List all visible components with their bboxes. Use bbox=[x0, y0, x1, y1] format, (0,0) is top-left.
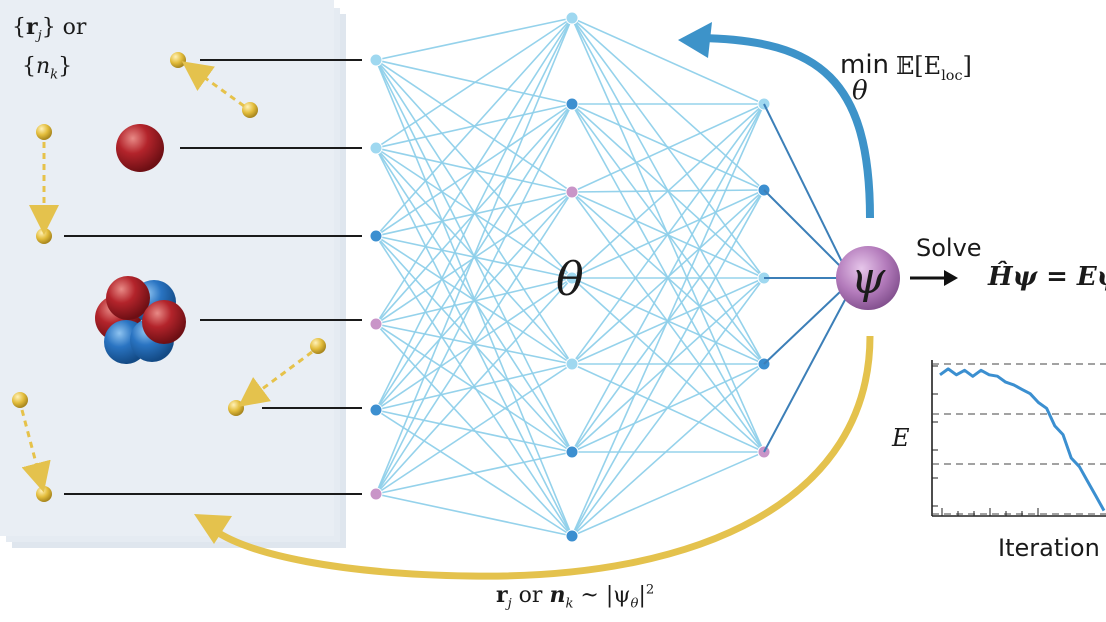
electron-particle-3 bbox=[36, 228, 52, 244]
network-edge bbox=[571, 103, 765, 537]
optimize-arrow bbox=[699, 34, 874, 219]
network-node-0-4 bbox=[369, 403, 383, 417]
sample-arrowhead bbox=[194, 514, 232, 544]
energy-axis-label: E bbox=[892, 424, 910, 452]
network-edge bbox=[375, 59, 573, 279]
electron-particle-0 bbox=[170, 52, 186, 68]
electron-particle-2 bbox=[36, 124, 52, 140]
network-edge bbox=[571, 451, 765, 537]
input-connector-lines bbox=[64, 59, 362, 495]
nucleus-cluster bbox=[95, 276, 186, 364]
network-edge bbox=[571, 363, 765, 537]
network-node-1-6 bbox=[565, 529, 579, 543]
sampling-label: rj or nk ~ |ψθ|2 bbox=[496, 582, 655, 612]
electron-particle-4 bbox=[310, 338, 326, 354]
network-node-0-3 bbox=[369, 317, 383, 331]
network-edge bbox=[375, 451, 573, 495]
min-theta: θ bbox=[852, 76, 868, 106]
network-edge bbox=[571, 189, 765, 537]
network-edge bbox=[571, 103, 765, 279]
network-edge bbox=[375, 17, 573, 495]
input-panel bbox=[0, 0, 334, 536]
energy-chart bbox=[931, 360, 1106, 517]
energy-curve bbox=[939, 367, 1106, 512]
network-node-1-1 bbox=[565, 97, 579, 111]
displacement-arrow-2 bbox=[237, 350, 313, 407]
single-nucleon-sphere bbox=[116, 124, 164, 172]
psi-symbol: ψ bbox=[850, 252, 886, 304]
theta-label: θ bbox=[556, 252, 584, 306]
network-node-0-5 bbox=[369, 487, 383, 501]
network-node-1-2 bbox=[565, 185, 579, 199]
occupation-set-label: {nk} bbox=[22, 54, 73, 83]
optimize-arrowhead bbox=[678, 22, 712, 58]
network-edge bbox=[571, 277, 765, 453]
network-edge bbox=[375, 17, 573, 237]
schrodinger-equation: Ĥψ = Eψ bbox=[988, 262, 1106, 292]
network-node-1-5 bbox=[565, 445, 579, 459]
electron-particle-1 bbox=[242, 102, 258, 118]
displacement-arrow-3 bbox=[20, 409, 51, 493]
network-edge bbox=[375, 17, 573, 411]
network-edge bbox=[571, 103, 765, 193]
network-edge bbox=[375, 409, 573, 453]
iteration-axis-label: Iteration bbox=[998, 534, 1100, 562]
electron-particle-6 bbox=[12, 392, 28, 408]
network-edge bbox=[375, 191, 573, 411]
network-edge bbox=[571, 103, 765, 365]
network-node-0-0 bbox=[369, 53, 383, 67]
psi-node bbox=[836, 246, 900, 310]
network-edge bbox=[571, 277, 765, 537]
network-edge bbox=[571, 17, 765, 105]
network-node-1-3 bbox=[565, 271, 579, 285]
electron-particle-7 bbox=[36, 486, 52, 502]
network-node-1-0 bbox=[565, 11, 579, 25]
solve-label: Solve bbox=[916, 234, 982, 262]
network-node-0-1 bbox=[369, 141, 383, 155]
network-node-1-4 bbox=[565, 357, 579, 371]
network-edge bbox=[375, 17, 573, 61]
network-edge bbox=[375, 191, 573, 495]
network-edge bbox=[375, 17, 573, 325]
min-word: min bbox=[840, 50, 890, 80]
electron-particle-5 bbox=[228, 400, 244, 416]
network-edge bbox=[375, 493, 573, 537]
network-edge bbox=[375, 363, 573, 495]
network-edge bbox=[571, 103, 765, 453]
network-edge bbox=[375, 103, 573, 495]
input-set-label: {rj} or bbox=[12, 14, 87, 44]
network-edges bbox=[375, 17, 765, 537]
network-node-0-2 bbox=[369, 229, 383, 243]
particle-layer bbox=[12, 52, 326, 502]
network-edge bbox=[375, 277, 573, 495]
sample-arrow bbox=[212, 335, 874, 580]
network-edge bbox=[375, 323, 573, 537]
network-edge bbox=[375, 17, 573, 149]
network-edge bbox=[375, 59, 573, 105]
expectation-label: 𝔼[Eloc] bbox=[896, 52, 972, 84]
